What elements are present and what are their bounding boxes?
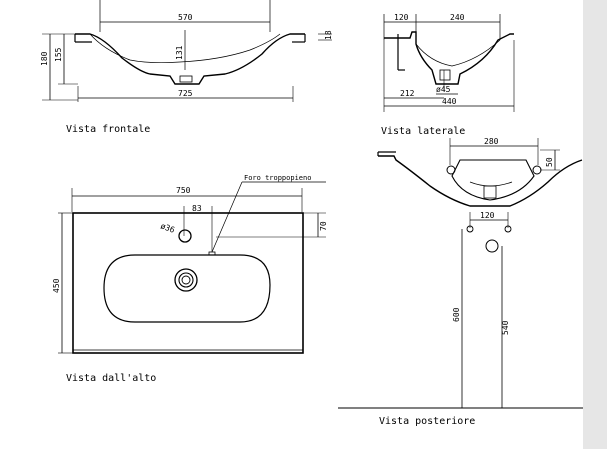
top-dim-tap-dia: ø36 xyxy=(159,221,176,234)
rear-dim-600: 600 xyxy=(452,307,461,322)
rear-dim-120: 120 xyxy=(480,211,495,220)
front-view-label: Vista frontale xyxy=(66,124,150,135)
side-view: 120 240 ø45 212 440 Vista laterale xyxy=(381,13,515,137)
front-dim-131: 131 xyxy=(175,45,184,60)
front-dim-725: 725 xyxy=(178,89,193,98)
top-view-label: Vista dall'alto xyxy=(66,373,156,384)
front-dim-570: 570 xyxy=(178,13,193,22)
overflow-note: Foro troppopieno xyxy=(244,174,311,182)
top-dim-70: 70 xyxy=(319,221,328,231)
top-dim-450: 450 xyxy=(52,278,61,293)
rear-dim-280: 280 xyxy=(484,137,499,146)
right-margin-panel xyxy=(583,0,607,449)
side-dim-212: 212 xyxy=(400,89,415,98)
side-view-label: Vista laterale xyxy=(381,126,465,137)
top-dim-83: 83 xyxy=(192,204,202,213)
rear-dim-540: 540 xyxy=(501,320,510,335)
top-dim-750: 750 xyxy=(176,186,191,195)
rear-view-label: Vista posteriore xyxy=(379,416,475,427)
front-view: 570 131 180 155 18 725 Vista frontale xyxy=(40,0,333,135)
side-dim-440: 440 xyxy=(442,97,457,106)
rear-view: 280 50 120 600 540 Vista posteriore xyxy=(338,137,583,427)
front-dim-180: 180 xyxy=(40,51,49,66)
front-dim-18: 18 xyxy=(324,30,333,40)
front-dim-155: 155 xyxy=(54,47,63,62)
side-dim-240: 240 xyxy=(450,13,465,22)
top-view: 750 83 ø36 Foro troppopieno 450 70 Vis xyxy=(52,174,328,384)
rear-dim-50: 50 xyxy=(545,157,554,167)
side-dim-drain: ø45 xyxy=(436,85,451,94)
side-dim-120: 120 xyxy=(394,13,409,22)
